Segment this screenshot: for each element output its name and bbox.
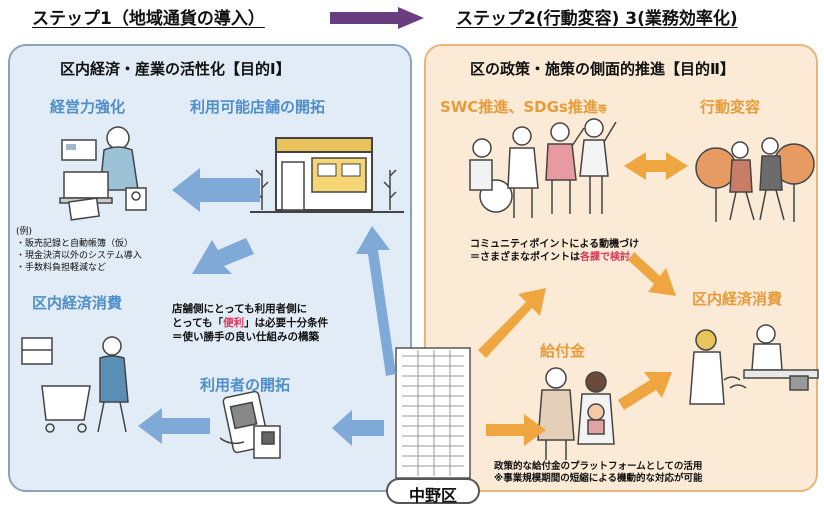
shop-counter-illustration [689,324,819,405]
worker-illustration [59,126,147,221]
arrow-benefit-to-shop [618,372,672,410]
benefit-label: 給付金 [540,342,586,360]
points-text: コミュニティポイントによる動機づけ ＝さまざまなポイントは各課で検討 [470,238,639,264]
platform-line1: 政策的な給付金のプラットフォームとしての活用 [494,461,703,472]
store-illustration [250,137,404,213]
parent-child-illustration [537,367,615,460]
arrow-to-consumption [192,238,254,274]
walking-couple-illustration [695,137,815,222]
arrow-city-to-users [332,410,384,446]
step2-heading: ステップ2(行動変容) 3(業務効率化) [456,9,738,29]
points-line2a: ＝さまざまなポイントは [470,252,580,263]
arrow-points-to-consumption [628,252,676,296]
orange-arrows [478,152,688,446]
example-item: ・現金決済以外のシステム導入 [16,251,142,261]
right-consumption-label: 区内経済消費 [692,290,783,308]
left-consumption-label: 区内経済消費 [32,294,123,312]
step-transition-arrow [330,7,424,29]
swc-suffix: 等 [597,105,607,115]
points-line1: コミュニティポイントによる動機づけ [470,239,640,250]
stores-label: 利用可能店舗の開拓 [190,98,326,116]
example-item: ・販売記録と自動帳簿（仮） [16,239,134,249]
step1-heading: ステップ1（地域通貨の導入） [32,9,265,29]
left-panel-title: 区内経済・産業の活性化【目的Ⅰ】 [60,60,291,78]
convenience-line3: ＝使い勝手の良い仕組みの構築 [172,331,319,343]
platform-line2: ※事業規模期間の短縮による機動的な対応が可能 [494,473,703,484]
platform-text: 政策的な給付金のプラットフォームとしての活用 ※事業規模期間の短縮による機動的な… [494,461,702,485]
blue-arrows [138,168,396,446]
behavior-label: 行動変容 [700,98,761,116]
arrow-users-to-shopper [138,408,210,444]
arrow-store-to-management [172,168,260,212]
examples-list: (例) ・販売記録と自動帳簿（仮） ・現金決済以外のシステム導入 ・手数料負担軽… [16,226,142,274]
convenience-highlight: 便利 [223,317,245,329]
wheelchair-group-illustration [469,118,617,218]
arrow-city-to-stores [356,226,396,376]
management-label: 経営力強化 [50,98,126,116]
swc-label: SWC推進、SDGs推進等 [440,96,607,117]
swc-text: SWC推進、SDGs推進 [440,98,598,116]
convenience-line2a: とっても「 [172,317,224,329]
shopper-illustration [21,336,129,433]
points-highlight: 各課で検討 [580,252,630,263]
convenience-text: 店舗側にとっても利用者側に とっても「便利」は必要十分条件 ＝使い勝手の良い仕組… [172,302,328,344]
city-hall-building [395,347,471,479]
double-arrow-behavior [624,152,688,180]
arrow-city-to-benefit [486,414,546,446]
example-item: (例) [16,227,33,237]
phone-illustration [219,390,281,459]
right-panel-title: 区の政策・施策の側面的推進【目的Ⅱ】 [470,60,735,78]
convenience-line1: 店舗側にとっても利用者側に [172,303,308,315]
convenience-line2b: 」は必要十分条件 [244,317,329,329]
ward-name: 中野区 [408,486,457,505]
right-panel [424,44,818,492]
example-item: ・手数料負担軽減など [16,263,107,273]
arrow-city-to-points [478,288,546,358]
users-label: 利用者の開拓 [200,376,291,394]
nakano-ward-label-box: 中野区 [386,478,480,505]
